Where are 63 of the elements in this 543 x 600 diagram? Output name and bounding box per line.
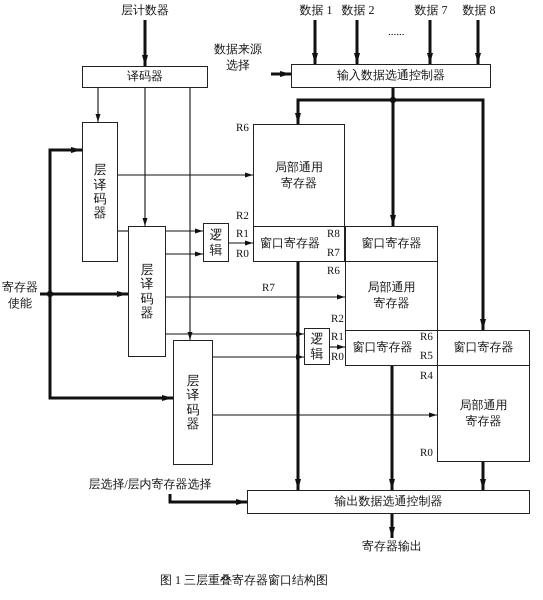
arrow [96,88,100,122]
register-label: R7 [327,247,340,260]
controller-box: 输入数据选通控制器 [291,64,491,88]
register-label: R2 [331,313,344,326]
register-label: R6 [420,331,433,344]
arrow [142,20,148,66]
register-box: 局部通用寄存器 [345,261,438,331]
arrow [271,71,291,77]
arrow [166,332,304,336]
input-label: 数据 1 [295,2,337,20]
input-label: 数据来源选择 [205,38,271,78]
input-label: 数据 8 [457,2,501,20]
register-label: R2 [236,210,249,223]
register-label: R0 [236,248,249,261]
arrow [389,514,395,538]
decoder-box: 译码器 [82,66,208,88]
register-label: R7 [262,282,275,295]
controller-box: 输出数据选通控制器 [247,490,530,514]
register-label: R5 [420,350,433,363]
register-label: R6 [327,265,340,278]
arrow [295,262,301,490]
window-register-box: 窗口寄存器 [437,330,530,366]
register-box: 局部通用寄存器 [437,365,530,462]
decoder-box: 层译码器 [173,340,213,465]
decoder-box: 层译码器 [82,122,118,262]
arrow [475,20,481,64]
output-label: 寄存器输出 [350,538,434,556]
register-box: 局部通用寄存器 [253,124,345,227]
register-label: R0 [420,447,433,460]
input-label: 寄存器使能 [0,280,40,312]
decoder-box: 层译码器 [128,226,166,357]
logic-box: 逻辑 [304,328,330,365]
register-label: R8 [327,228,340,241]
arrow [427,20,433,64]
register-label: R0 [331,351,344,364]
arrow [330,344,345,350]
input-label: 层计数器 [115,2,175,20]
figure-caption: 图 1 三层重叠寄存器窗口结构图 [160,572,328,589]
arrow [118,172,253,178]
arrow [229,240,253,246]
arrow [213,354,304,360]
register-label: R1 [236,228,249,241]
arrow [166,252,203,256]
arrow [312,20,318,64]
input-label: 数据 7 [410,2,452,20]
arrow [188,88,192,340]
input-label: 数据 2 [337,2,379,20]
connector-line [118,230,128,232]
arrow [168,494,247,505]
arrow [480,462,486,490]
arrow [354,20,360,64]
arrow [166,228,203,234]
arrow [389,366,395,490]
arrow [213,412,437,418]
ellipsis-mark: ...... [388,26,404,39]
arrow [166,294,345,300]
register-label: R1 [331,331,344,344]
register-label: R4 [420,370,433,383]
logic-box: 逻辑 [203,223,229,262]
input-label: 层选择/层内寄存器选择 [70,476,230,494]
arrow [142,88,148,226]
register-label: R6 [236,122,249,135]
window-register-box: 窗口寄存器 [345,226,438,262]
